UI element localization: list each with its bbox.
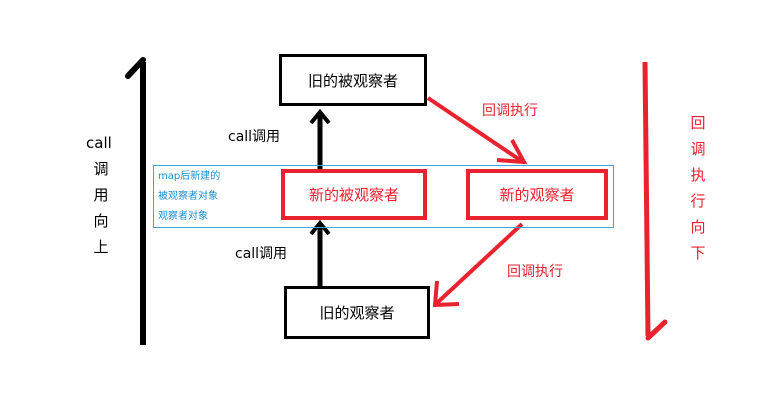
note-line-2: 被观察者对象 <box>158 191 218 202</box>
right-vertical-label: 回 调 执 行 向 下 <box>688 110 708 266</box>
left-label-0: call <box>86 134 112 152</box>
left-label-4: 上 <box>93 238 109 256</box>
right-down-arrow <box>642 61 668 341</box>
arrow-old-observed-to-new-observer <box>426 96 528 165</box>
left-label-2: 用 <box>93 186 109 204</box>
right-label-5: 下 <box>690 244 706 262</box>
node-old-observed: 旧的被观察者 <box>279 54 427 106</box>
edge-label-callback-top: 回调执行 <box>482 103 538 119</box>
edge-label-call-bottom: call调用 <box>235 246 288 262</box>
right-label-4: 向 <box>690 218 706 236</box>
left-label-1: 调 <box>93 160 109 178</box>
edge-label-callback-bottom: 回调执行 <box>507 264 563 280</box>
left-vertical-label: call 调 用 向 上 <box>86 130 116 260</box>
right-label-1: 调 <box>690 140 706 158</box>
right-label-2: 执 <box>690 166 706 184</box>
left-label-3: 向 <box>93 212 109 230</box>
node-new-observer: 新的观察者 <box>466 169 608 220</box>
right-label-0: 回 <box>690 114 706 132</box>
arrow-new-observed-to-old-observed <box>309 108 331 170</box>
note-line-3: 观察者对象 <box>158 211 208 222</box>
note-line-1: map后新建的 <box>158 171 221 182</box>
arrow-new-observer-to-old-observer <box>432 222 524 308</box>
right-label-3: 行 <box>690 192 706 210</box>
node-old-observer: 旧的观察者 <box>284 286 430 339</box>
map-created-objects-frame <box>153 165 614 228</box>
arrow-old-observer-to-new-observed <box>309 219 331 286</box>
left-up-arrow <box>125 57 146 345</box>
edge-label-call-top: call调用 <box>228 129 281 145</box>
node-new-observed: 新的被观察者 <box>281 169 427 220</box>
